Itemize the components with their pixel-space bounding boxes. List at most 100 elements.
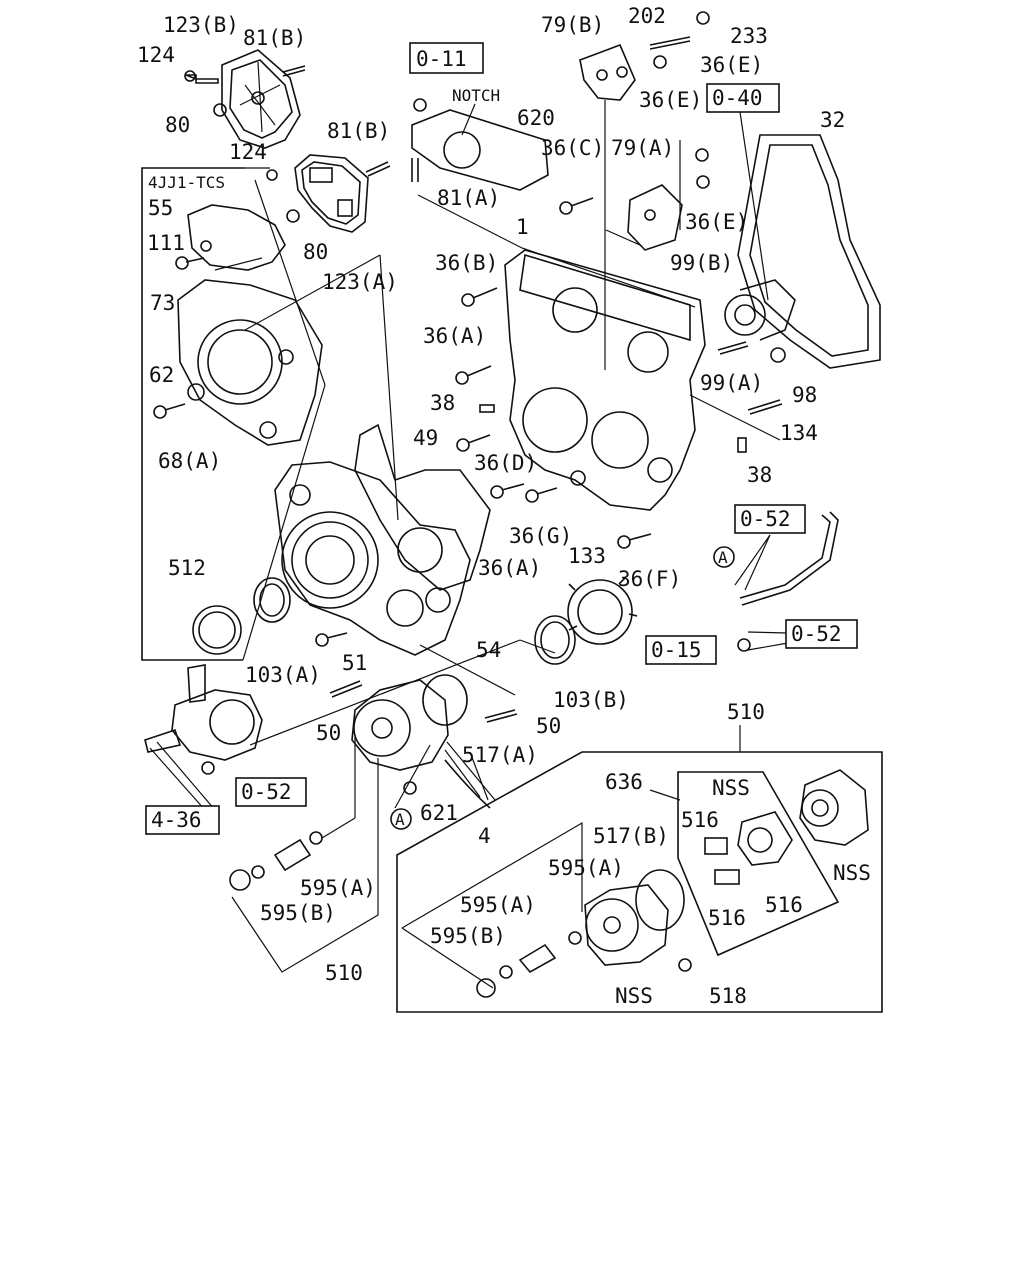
gear-case-cover-123b xyxy=(221,49,301,149)
assembly-4-frame xyxy=(401,821,583,989)
label-103a: 103(A) xyxy=(245,663,321,687)
wire-621 xyxy=(444,759,491,809)
label-621: 621 xyxy=(420,801,458,825)
svg-text:4-36: 4-36 xyxy=(151,808,202,832)
gasket-49 xyxy=(354,423,491,591)
oil-seal-103a xyxy=(253,577,291,623)
ref-box-0-15[interactable]: 0-15 xyxy=(645,635,717,665)
label-68a: 68(A) xyxy=(158,449,221,473)
label-38-left: 38 xyxy=(430,391,455,415)
label-54: 54 xyxy=(476,638,501,662)
assembly-510-frame xyxy=(231,735,379,973)
label-99b: 99(B) xyxy=(670,251,733,275)
label-51: 51 xyxy=(342,651,367,675)
label-81b-top: 81(B) xyxy=(243,26,306,50)
ref-box-0-52-upper[interactable]: 0-52 xyxy=(734,504,806,534)
oil-seal-103b xyxy=(534,615,576,665)
label-80-mid: 80 xyxy=(303,240,328,264)
label-517b: 517(B) xyxy=(593,824,669,848)
label-123b: 123(B) xyxy=(163,13,239,37)
svg-text:0-52: 0-52 xyxy=(740,507,791,531)
vacuum-pump-517b xyxy=(584,869,685,966)
label-55: 55 xyxy=(148,196,173,220)
ref-box-0-40[interactable]: 0-40 xyxy=(706,83,780,113)
oil-pump-99 xyxy=(717,279,796,363)
label-80-top: 80 xyxy=(165,113,190,137)
group-title: 4JJ1-TCS xyxy=(148,173,225,192)
ref-box-0-11[interactable]: 0-11 xyxy=(409,42,484,74)
power-steering-pump xyxy=(144,664,263,775)
label-99a: 99(A) xyxy=(700,371,763,395)
label-nss-3: NSS xyxy=(615,984,653,1008)
part-labels: 123(B) 81(B) 124 80 124 81(B) 55 111 73 … xyxy=(137,4,871,1008)
label-50-left: 50 xyxy=(316,721,341,745)
nss-rotor-blades xyxy=(704,811,793,885)
label-98: 98 xyxy=(792,383,817,407)
label-36g: 36(G) xyxy=(509,524,572,548)
label-103b: 103(B) xyxy=(553,688,629,712)
plate-620 xyxy=(411,109,549,191)
label-79b: 79(B) xyxy=(541,13,604,37)
label-636: 636 xyxy=(605,770,643,794)
label-595a-box2: 595(A) xyxy=(460,893,536,917)
oil-seal-512 xyxy=(192,605,242,655)
label-516-1: 516 xyxy=(681,808,719,832)
label-79a: 79(A) xyxy=(611,136,674,160)
label-510-bottom: 510 xyxy=(325,961,363,985)
label-36e-1: 36(E) xyxy=(700,53,763,77)
label-202: 202 xyxy=(628,4,666,28)
label-81b-mid: 81(B) xyxy=(327,119,390,143)
label-4: 4 xyxy=(478,824,491,848)
label-81a: 81(A) xyxy=(437,186,500,210)
label-50-right: 50 xyxy=(536,714,561,738)
bolts-top-right xyxy=(649,11,710,189)
bracket-79a xyxy=(627,184,683,251)
label-134: 134 xyxy=(780,421,818,445)
label-124-top: 124 xyxy=(137,43,175,67)
ref-box-0-52-lower[interactable]: 0-52 xyxy=(785,619,858,649)
circle-mark-a-upper: A xyxy=(713,546,735,568)
label-516-2: 516 xyxy=(765,893,803,917)
svg-text:0-40: 0-40 xyxy=(712,86,763,110)
svg-text:0-52: 0-52 xyxy=(791,622,842,646)
nss-vacuum-pump-unit xyxy=(799,769,869,846)
label-595a-left: 595(A) xyxy=(300,876,376,900)
notch-label: NOTCH xyxy=(452,86,500,105)
label-595b-left: 595(B) xyxy=(260,901,336,925)
label-36a-upper: 36(A) xyxy=(423,324,486,348)
label-133: 133 xyxy=(568,544,606,568)
stud-bolts-81a xyxy=(411,98,427,182)
gear-case-cover-123a xyxy=(294,154,369,233)
vacuum-pump-517a xyxy=(351,674,468,795)
label-620: 620 xyxy=(517,106,555,130)
label-36d: 36(D) xyxy=(474,451,537,475)
label-510-box: 510 xyxy=(727,700,765,724)
label-1: 1 xyxy=(516,215,529,239)
ref-box-0-52-left[interactable]: 0-52 xyxy=(235,777,307,807)
label-517a: 517(A) xyxy=(462,743,538,767)
bracket-79b xyxy=(579,43,636,101)
ref-box-4-36[interactable]: 4-36 xyxy=(145,805,220,835)
label-36e-2: 36(E) xyxy=(639,88,702,112)
label-516-3: 516 xyxy=(708,906,746,930)
label-123a: 123(A) xyxy=(322,270,398,294)
label-49: 49 xyxy=(413,426,438,450)
svg-text:A: A xyxy=(395,810,405,829)
adapter-0-52-left xyxy=(229,831,323,891)
label-233: 233 xyxy=(730,24,768,48)
fittings-595 xyxy=(476,931,692,998)
svg-text:0-52: 0-52 xyxy=(241,780,292,804)
label-124-mid: 124 xyxy=(229,140,267,164)
front-cover-54 xyxy=(274,461,471,656)
timing-gear-case-1 xyxy=(504,249,706,511)
label-518: 518 xyxy=(709,984,747,1008)
bolts-main-case xyxy=(455,197,783,549)
svg-text:0-15: 0-15 xyxy=(651,638,702,662)
cover-55 xyxy=(187,204,286,271)
nss-inner-frame xyxy=(677,771,840,957)
idler-gear xyxy=(567,577,638,645)
label-36e-3: 36(E) xyxy=(685,210,748,234)
4jj1-tcs-group-frame: 4JJ1-TCS xyxy=(141,167,326,661)
label-36c: 36(C) xyxy=(541,136,604,160)
